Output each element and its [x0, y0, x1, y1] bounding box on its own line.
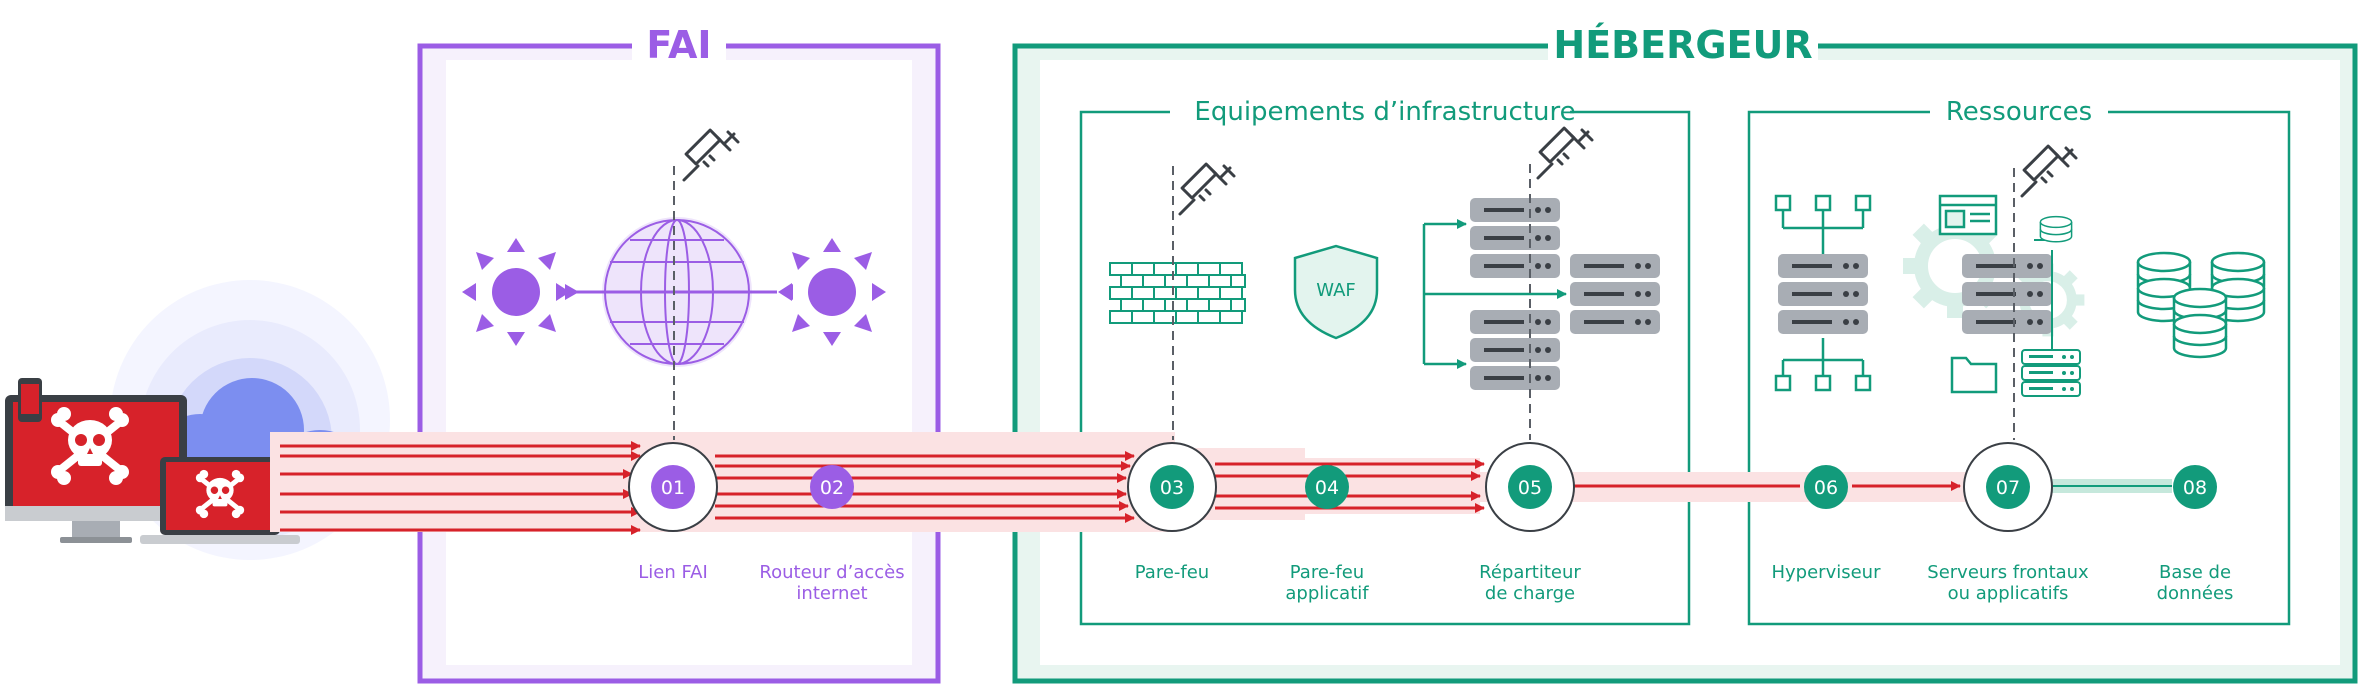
node-07: 07 [1963, 442, 2053, 532]
node-label: données [2157, 583, 2234, 604]
node-dot [1508, 465, 1552, 509]
node-03: 03 [1127, 442, 1217, 532]
node-dot [1804, 465, 1848, 509]
node-label: Base de [2159, 562, 2231, 583]
brick-wall-icon [1109, 262, 1246, 324]
hypervisor-servers [1778, 254, 1868, 334]
hebergeur-title-gap [1548, 28, 1818, 68]
waf-shield-icon [1293, 244, 1379, 340]
attacker-desktop [5, 395, 187, 543]
node-label: Routeur d’accès [759, 562, 904, 583]
node-number: 02 [820, 477, 844, 499]
node-dot [651, 465, 695, 509]
node-08: 08 [2173, 465, 2217, 509]
attack-arrows-group-2 [715, 451, 1135, 523]
fai-title-gap [632, 30, 726, 66]
ressources-title: Ressources [1946, 97, 2092, 127]
node-label: de charge [1485, 583, 1575, 604]
node-dot [1150, 465, 1194, 509]
node-number: 07 [1996, 477, 2020, 499]
node-01: 01 [628, 442, 718, 532]
folder-icon [1950, 356, 1998, 394]
node-label: Pare-feu [1290, 562, 1364, 583]
node-05: 05 [1485, 442, 1575, 532]
probe-lines [673, 164, 2015, 440]
node-number: 06 [1814, 477, 1838, 499]
node-label: Répartiteur [1479, 562, 1581, 583]
node-label: Hyperviseur [1771, 562, 1881, 583]
node-label: Pare-feu [1135, 562, 1209, 583]
node-dot [2173, 465, 2217, 509]
node-label: Serveurs frontaux [1927, 562, 2089, 583]
infrastructure-title: Equipements d’infrastructure [1194, 97, 1575, 127]
node-label: Lien FAI [638, 562, 708, 583]
nodes-layer: 01 02 03 04 05 06 07 08 [628, 442, 2217, 532]
attacker-phone [18, 378, 42, 422]
node-06: 06 [1804, 465, 1848, 509]
node-number: 04 [1315, 477, 1339, 499]
node-label: internet [796, 583, 867, 604]
node-02: 02 [810, 465, 854, 509]
infrastructure-title-gap [1170, 96, 1570, 126]
node-04: 04 [1305, 465, 1349, 509]
node-number: 01 [661, 477, 685, 499]
attacker-laptop [140, 457, 300, 544]
hebergeur-title: HÉBERGEUR [1553, 23, 1812, 67]
node-number: 03 [1160, 477, 1184, 499]
network-tree-icon [1774, 194, 1872, 392]
fai-panel [417, 43, 941, 684]
hebergeur-panel [1012, 43, 2358, 684]
attack-arrows-group-1 [280, 441, 641, 535]
node-dot [1986, 465, 2030, 509]
waf-badge: WAF [1316, 280, 1355, 301]
fai-title: FAI [646, 23, 711, 67]
node-number: 05 [1518, 477, 1542, 499]
node-dot [1305, 465, 1349, 509]
node-label: ou applicatifs [1948, 583, 2069, 604]
node-number: 08 [2183, 477, 2207, 499]
small-server-icon [2021, 349, 2081, 397]
attack-arrows-group-3 [1215, 459, 1485, 513]
database-icon [2039, 215, 2073, 243]
attack-traffic-band [270, 432, 1990, 532]
arrow-left-icon [565, 284, 579, 300]
browser-window-icon [1938, 194, 1998, 236]
ressources-title-gap [1930, 96, 2108, 126]
node-label: applicatif [1285, 583, 1369, 604]
node-dot [810, 465, 854, 509]
load-balancer-arrows [1422, 219, 1567, 369]
front-servers [1962, 254, 2052, 334]
